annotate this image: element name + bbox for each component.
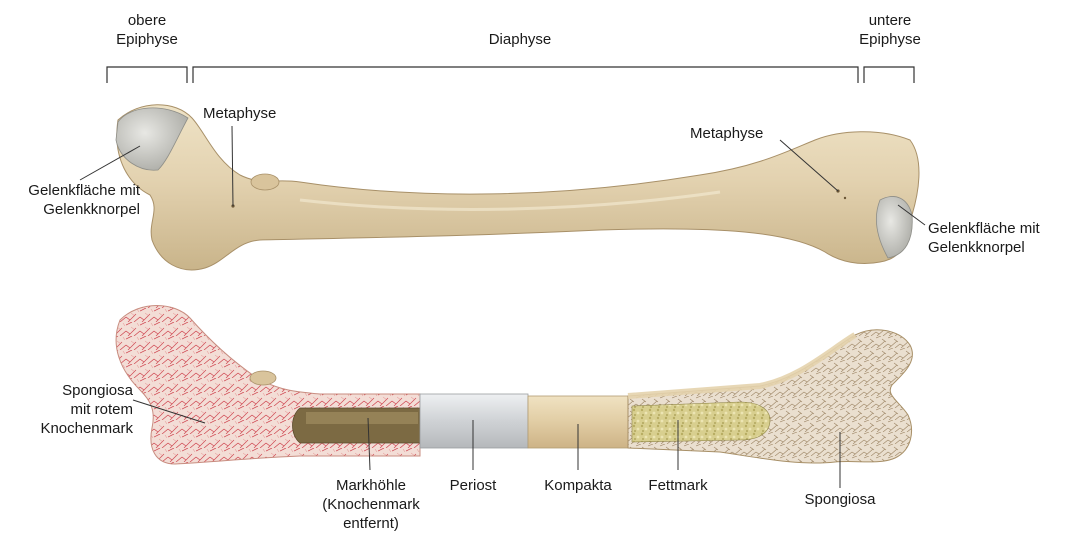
label-marrow-cavity-line2: (Knochenmark [306, 495, 436, 514]
label-compacta: Kompakta [528, 476, 628, 495]
label-spongiosa-red-line3: Knochenmark [0, 419, 133, 438]
label-lower-epiphysis-line2: Epiphyse [840, 30, 940, 49]
label-spongiosa-red-line1: Spongiosa [0, 381, 133, 400]
label-marrow-cavity-line3: entfernt) [306, 514, 436, 533]
label-lower-epiphysis: untere Epiphyse [840, 11, 940, 49]
label-articular-left-line1: Gelenkfläche mit [0, 181, 140, 200]
label-metaphysis-right: Metaphyse [690, 124, 763, 143]
shaft-outer-cortex [628, 330, 912, 463]
label-metaphysis-left: Metaphyse [203, 104, 276, 123]
femur-sectioned-view [116, 306, 912, 465]
label-diaphysis: Diaphyse [440, 30, 600, 49]
label-spongiosa-red-line2: mit rotem [0, 400, 133, 419]
periosteum-segment [420, 394, 528, 448]
label-upper-epiphysis: obere Epiphyse [104, 11, 190, 49]
label-spongiosa-text: Spongiosa [790, 490, 890, 509]
label-articular-surface-left: Gelenkfläche mit Gelenkknorpel [0, 181, 140, 219]
bracket-lower-epiphysis [864, 67, 914, 83]
label-marrow-cavity: Markhöhle (Knochenmark entfernt) [306, 476, 436, 533]
label-upper-epiphysis-line1: obere [104, 11, 190, 30]
label-marrow-cavity-line1: Markhöhle [306, 476, 436, 495]
label-diaphysis-line1: Diaphyse [440, 30, 600, 49]
fatty-marrow-segment [632, 402, 770, 442]
label-articular-right-line2: Gelenkknorpel [928, 238, 1040, 257]
femur-external-shape [117, 105, 919, 270]
label-periosteum-text: Periost [433, 476, 513, 495]
label-upper-epiphysis-line2: Epiphyse [104, 30, 190, 49]
label-lower-epiphysis-line1: untere [840, 11, 940, 30]
bracket-upper-epiphysis [107, 67, 187, 83]
label-spongiosa-red-marrow: Spongiosa mit rotem Knochenmark [0, 381, 133, 438]
femur-external-view [116, 105, 919, 270]
label-fatty-marrow: Fettmark [633, 476, 723, 495]
label-spongiosa: Spongiosa [790, 490, 890, 509]
label-metaphysis-left-text: Metaphyse [203, 104, 276, 123]
label-articular-surface-right: Gelenkfläche mit Gelenkknorpel [928, 219, 1040, 257]
label-fatty-marrow-text: Fettmark [633, 476, 723, 495]
label-articular-left-line2: Gelenkknorpel [0, 200, 140, 219]
label-articular-right-line1: Gelenkfläche mit [928, 219, 1040, 238]
bracket-diaphysis [193, 67, 858, 83]
lesser-trochanter [251, 174, 279, 190]
lesser-trochanter-section [250, 371, 276, 385]
label-compacta-text: Kompakta [528, 476, 628, 495]
label-periosteum: Periost [433, 476, 513, 495]
label-metaphysis-right-text: Metaphyse [690, 124, 763, 143]
